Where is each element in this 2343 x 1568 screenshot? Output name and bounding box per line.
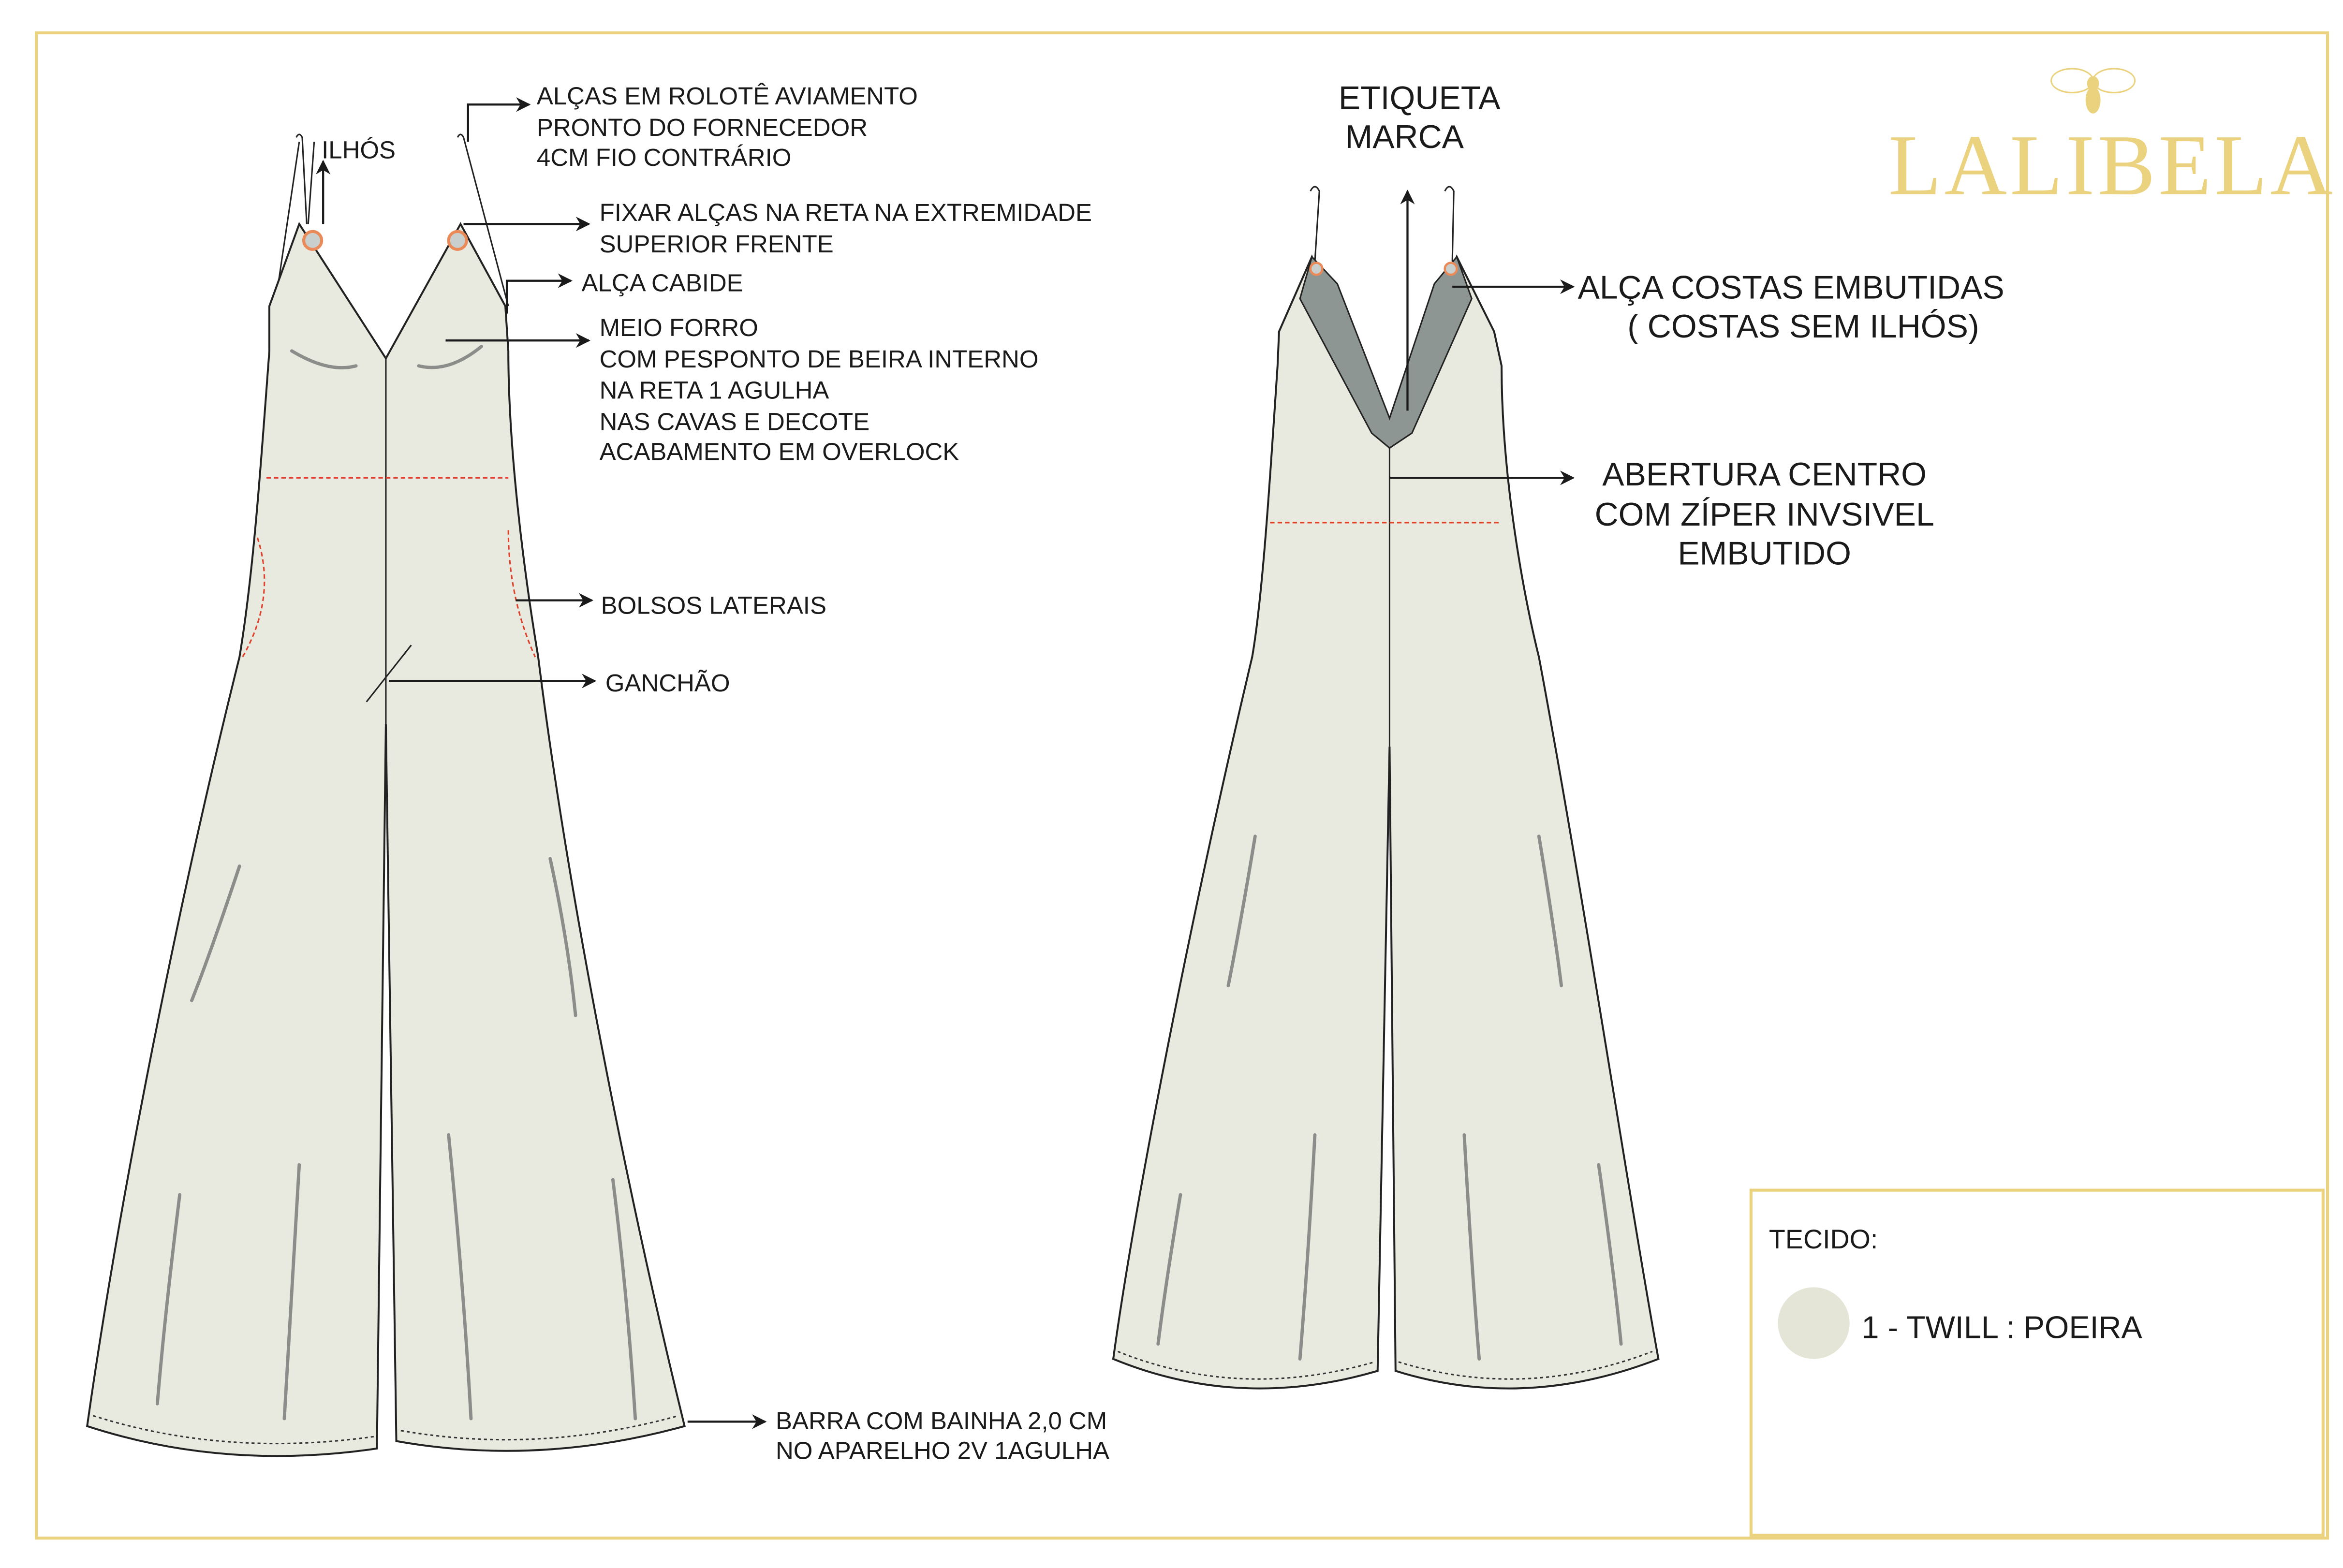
fabric-swatch [1778, 1287, 1850, 1359]
label-abertura-3: EMBUTIDO [1678, 535, 1851, 572]
bee-icon [2050, 68, 2136, 114]
label-barra-1: BARRA COM BAINHA 2,0 CM [776, 1407, 1107, 1435]
label-abertura-1: ABERTURA CENTRO [1602, 456, 1927, 493]
label-alcas-rolote-3: 4CM FIO CONTRÁRIO [537, 144, 792, 171]
label-ganchao: GANCHÃO [605, 669, 730, 697]
label-ilhos: ILHÓS [322, 136, 396, 163]
label-meio-forro-3: NA RETA 1 AGULHA [600, 377, 829, 404]
label-bolsos: BOLSOS LATERAIS [601, 591, 826, 619]
label-alcas-rolote-2: PRONTO DO FORNECEDOR [537, 114, 868, 141]
label-meio-forro-2: COM PESPONTO DE BEIRA INTERNO [600, 345, 1039, 373]
fabric-box: TECIDO: 1 - TWILL : POEIRA [1749, 1188, 2325, 1537]
label-fixar-alcas-1: FIXAR ALÇAS NA RETA NA EXTREMIDADE [600, 199, 1092, 226]
label-etiqueta-2: MARCA [1345, 118, 1464, 155]
fabric-title: TECIDO: [1769, 1224, 1878, 1254]
fabric-item-label: 1 - TWILL : POEIRA [1861, 1309, 2142, 1345]
label-alca-costas-2: ( COSTAS SEM ILHÓS) [1627, 308, 1979, 345]
brand-name: LALIBELA [1888, 117, 2336, 213]
front-leader-lines [316, 97, 767, 1429]
label-alca-costas-1: ALÇA COSTAS EMBUTIDAS [1578, 269, 2004, 306]
label-abertura-2: COM ZÍPER INVSIVEL [1595, 496, 1934, 533]
label-meio-forro-5: ACABAMENTO EM OVERLOCK [600, 438, 959, 465]
label-fixar-alcas-2: SUPERIOR FRENTE [600, 230, 834, 258]
label-meio-forro-1: MEIO FORRO [600, 314, 758, 341]
label-barra-2: NO APARELHO 2V 1AGULHA [776, 1437, 1109, 1465]
page-border [35, 31, 2329, 1540]
label-alcas-rolote-1: ALÇAS EM ROLOTÊ AVIAMENTO [537, 82, 918, 110]
back-leader-lines [1389, 190, 1575, 485]
brand-logo: LALIBELA [1888, 68, 2336, 213]
front-jumpsuit-drawing [86, 133, 686, 1457]
label-etiqueta-1: ETIQUETA [1339, 79, 1501, 116]
label-alca-cabide: ALÇA CABIDE [582, 269, 743, 296]
back-annotations: ETIQUETA MARCA ALÇA COSTAS EMBUTIDAS ( C… [1339, 79, 2004, 572]
back-jumpsuit-drawing [1112, 186, 1660, 1390]
label-meio-forro-4: NAS CAVAS E DECOTE [600, 408, 870, 436]
front-annotations: ILHÓS ALÇAS EM ROLOTÊ AVIAMENTO PRONTO D… [322, 82, 1109, 1464]
